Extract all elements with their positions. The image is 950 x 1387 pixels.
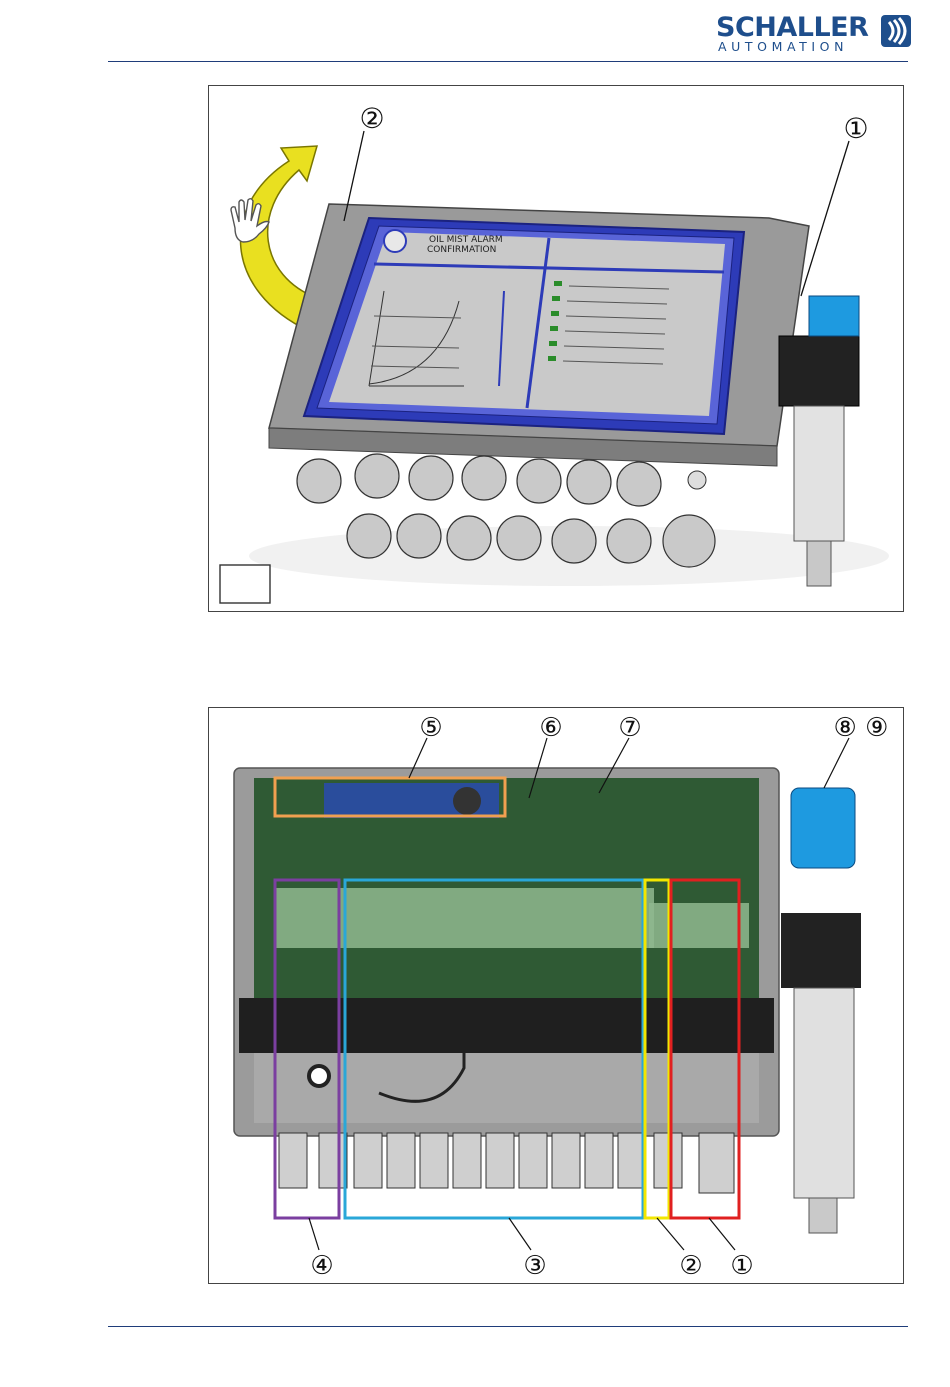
header-rule — [108, 61, 908, 62]
interior-illustration: ⑤ ⑥ ⑦ ⑧ ⑨ ④ ③ ② ① — [209, 708, 903, 1283]
panel-title-2: CONFIRMATION — [427, 245, 496, 255]
bottom-callout-1: ① — [730, 1251, 753, 1281]
bottom-callout-4: ④ — [310, 1251, 333, 1281]
panel-title-1: OIL MIST ALARM — [429, 235, 503, 245]
bottom-callout-8-9: ⑧ ⑨ — [834, 713, 889, 743]
bottom-callout-5: ⑤ — [419, 713, 442, 743]
schaller-logo-icon — [880, 14, 912, 48]
footer-rule — [108, 1326, 908, 1327]
brand-logo: SCHALLER AUTOMATION — [716, 14, 912, 52]
bottom-callout-3: ③ — [523, 1251, 546, 1281]
brand-name: SCHALLER — [716, 14, 868, 42]
top-callout-1: ① — [843, 112, 868, 145]
brand-subtitle: AUTOMATION — [718, 40, 848, 54]
figure-interior-view: ⑤ ⑥ ⑦ ⑧ ⑨ ④ ③ ② ① — [208, 707, 904, 1284]
figure-lid-opening: OIL MIST ALARM CONFIRMATION — [208, 85, 904, 612]
figure-number-box — [220, 565, 270, 603]
bottom-callout-2: ② — [679, 1251, 702, 1281]
lid-illustration: OIL MIST ALARM CONFIRMATION — [209, 86, 903, 611]
bottom-callout-7: ⑦ — [618, 713, 641, 743]
top-callout-2: ② — [359, 102, 384, 135]
bottom-callout-6: ⑥ — [539, 713, 562, 743]
